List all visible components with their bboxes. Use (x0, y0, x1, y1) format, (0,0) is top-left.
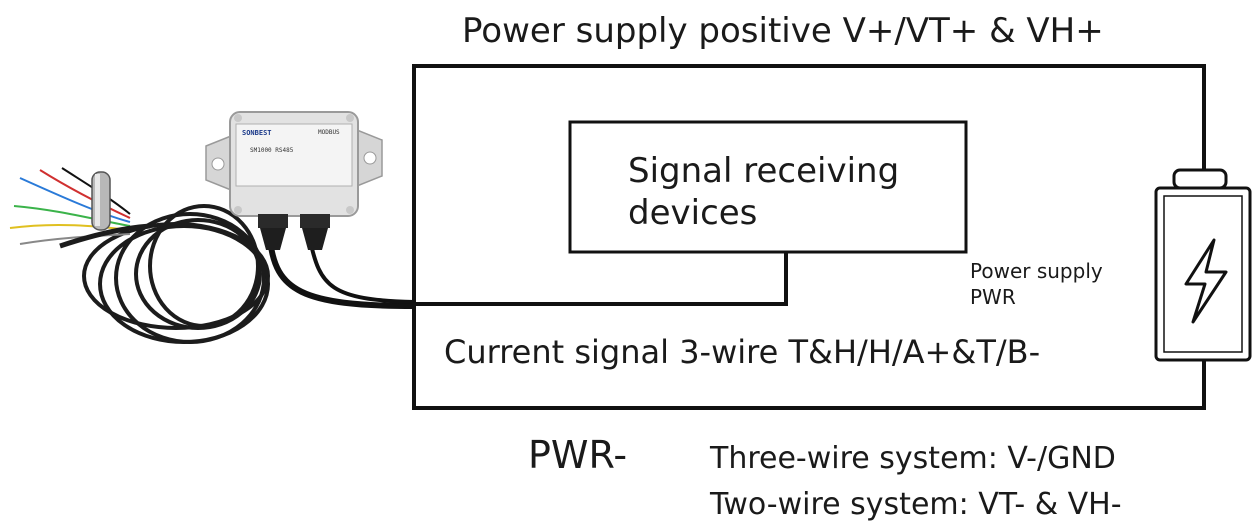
power-supply-label: Power supply PWR (970, 258, 1103, 310)
signal-receiving-device-box (568, 120, 968, 254)
signal-receiving-devices-label: Signal receiving devices (628, 150, 899, 234)
psu-label-line2: PWR (970, 285, 1016, 309)
receiver-label-line2: devices (628, 193, 758, 233)
cable-coil (82, 204, 270, 344)
output-cable (267, 239, 415, 309)
psu-label-line1: Power supply (970, 259, 1103, 283)
sensor-module-icon (9, 111, 415, 344)
receiver-label-line1: Signal receiving (628, 151, 900, 191)
battery-inner (1163, 195, 1243, 353)
battery-terminal (1172, 168, 1228, 190)
current-signal-label: Current signal 3-wire T&H/H/A+&T/B- (444, 333, 1041, 371)
device-model-label: SM1000 RS485 (250, 147, 294, 154)
battery-body (1154, 186, 1252, 362)
power-positive-wire (412, 64, 1206, 310)
device-brand-label: SONBEST (242, 129, 272, 137)
two-wire-label: Two-wire system: VT- & VH- (710, 487, 1122, 522)
power-negative-wire (412, 306, 1206, 410)
output-cable-2 (308, 239, 415, 304)
battery-icon (1154, 168, 1252, 362)
cable-glands (258, 214, 330, 250)
lightning-bolt-icon (1184, 238, 1228, 324)
wiring-lines (412, 64, 1206, 410)
probe-cable (59, 223, 151, 249)
device-enclosure (205, 111, 383, 217)
signal-wire (414, 252, 788, 306)
device-protocol-label: MODBUS (318, 129, 340, 136)
loose-wires (9, 167, 131, 245)
pwr-minus-label: PWR- (528, 433, 628, 477)
temperature-probe-icon (91, 171, 111, 231)
three-wire-label: Three-wire system: V-/GND (710, 441, 1116, 476)
power-positive-label: Power supply positive V+/VT+ & VH+ (462, 11, 1104, 51)
